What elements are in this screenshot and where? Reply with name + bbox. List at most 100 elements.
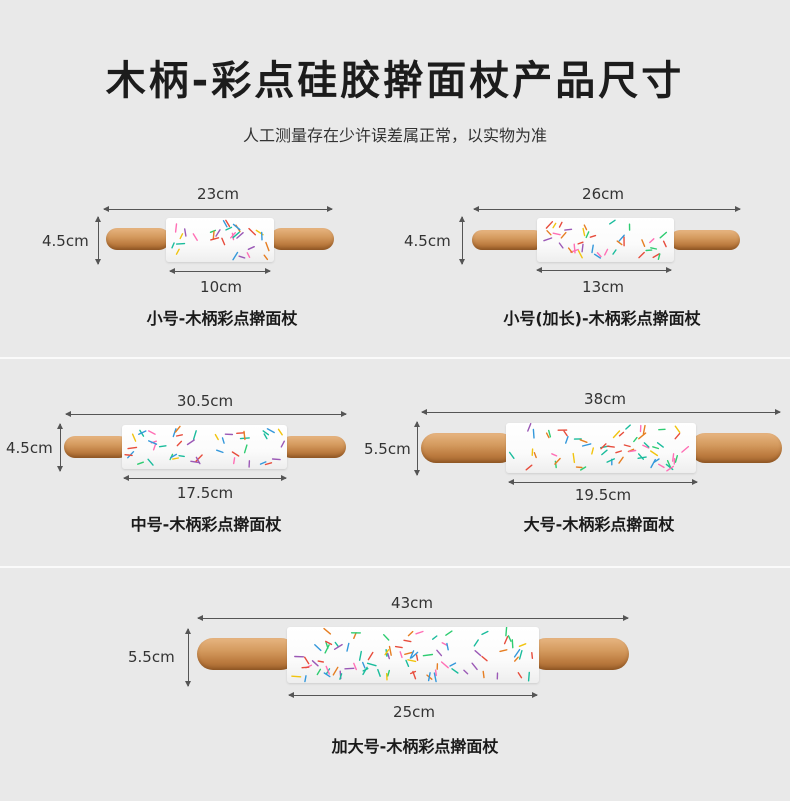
sprinkle bbox=[232, 251, 239, 261]
sprinkle bbox=[618, 234, 625, 242]
sprinkle bbox=[415, 630, 424, 635]
body-length-dimension-line bbox=[123, 475, 287, 481]
sprinkle bbox=[174, 223, 178, 233]
wood-handle-left bbox=[64, 436, 130, 458]
sprinkle bbox=[579, 466, 587, 471]
sprinkle bbox=[649, 450, 659, 457]
wood-handle-left bbox=[421, 433, 515, 463]
sprinkle bbox=[175, 248, 180, 255]
wood-handle-right bbox=[280, 436, 346, 458]
sprinkle bbox=[404, 651, 413, 655]
sprinkle bbox=[410, 651, 419, 659]
body-length-dimension-line bbox=[288, 692, 538, 698]
sprinkle bbox=[264, 462, 273, 466]
sprinkle bbox=[422, 653, 434, 657]
sprinkle bbox=[353, 662, 358, 671]
wood-handle-left bbox=[472, 230, 544, 250]
sprinkle bbox=[210, 237, 220, 241]
sprinkle bbox=[625, 424, 631, 430]
sprinkle-pattern bbox=[291, 627, 534, 683]
sprinkle-pattern bbox=[171, 219, 270, 261]
sprinkle bbox=[323, 672, 331, 678]
sprinkle bbox=[407, 659, 417, 663]
sprinkle bbox=[623, 444, 631, 448]
sprinkle bbox=[325, 665, 330, 675]
sprinkle bbox=[344, 667, 355, 670]
sprinkle bbox=[649, 238, 655, 244]
sprinkle bbox=[277, 428, 283, 436]
sprinkle bbox=[388, 645, 392, 656]
sprinkle bbox=[637, 456, 647, 459]
sprinkle bbox=[474, 650, 482, 657]
sprinkle bbox=[304, 675, 307, 683]
sprinkle bbox=[358, 650, 363, 661]
sprinkle bbox=[236, 432, 245, 435]
sprinkle bbox=[543, 237, 553, 242]
sprinkle bbox=[503, 635, 509, 645]
body-length-label: 10cm bbox=[200, 278, 242, 296]
sprinkle bbox=[409, 650, 415, 659]
sprinkle bbox=[263, 433, 268, 440]
silicone-roller-body bbox=[166, 218, 274, 262]
sprinkle bbox=[671, 453, 675, 462]
wood-handle-right bbox=[270, 228, 334, 250]
sprinkle bbox=[581, 443, 592, 447]
sprinkle bbox=[263, 254, 269, 261]
height-dimension-line bbox=[459, 216, 465, 265]
sprinkle bbox=[412, 670, 417, 680]
sprinkle bbox=[403, 639, 412, 643]
sprinkle bbox=[449, 662, 457, 667]
sprinkle bbox=[531, 652, 534, 659]
page-title: 木柄-彩点硅胶擀面杖产品尺寸 bbox=[105, 58, 685, 104]
sprinkle bbox=[618, 456, 624, 464]
sprinkle bbox=[353, 632, 357, 640]
sprinkle bbox=[124, 454, 133, 457]
sprinkle bbox=[445, 630, 453, 636]
sprinkle bbox=[232, 231, 240, 239]
sprinkle bbox=[606, 458, 616, 463]
sprinkle bbox=[323, 627, 332, 635]
sprinkle bbox=[577, 241, 584, 245]
sprinkle bbox=[317, 660, 324, 663]
sprinkle bbox=[316, 668, 322, 676]
sprinkle bbox=[591, 244, 594, 254]
sprinkle bbox=[650, 458, 657, 469]
sprinkle bbox=[505, 627, 508, 637]
sprinkle bbox=[311, 660, 319, 667]
sprinkle bbox=[339, 673, 343, 680]
silicone-roller-body bbox=[287, 627, 539, 683]
height-dimension-line bbox=[414, 421, 420, 476]
sprinkle bbox=[399, 651, 403, 659]
sprinkle bbox=[674, 432, 681, 440]
height-dimension-line bbox=[57, 423, 63, 472]
sprinkle bbox=[178, 455, 185, 458]
sprinkle bbox=[517, 672, 523, 679]
sprinkle bbox=[195, 456, 201, 465]
sprinkle bbox=[650, 247, 658, 250]
total-length-label: 23cm bbox=[197, 185, 239, 203]
sprinkle bbox=[231, 451, 240, 457]
sprinkle bbox=[138, 430, 147, 436]
sprinkle bbox=[659, 231, 668, 239]
sprinkle bbox=[642, 424, 646, 435]
sprinkle bbox=[147, 458, 154, 466]
sprinkle bbox=[215, 449, 224, 454]
sprinkle bbox=[583, 224, 588, 231]
sprinkle bbox=[527, 671, 531, 682]
sprinkle bbox=[652, 446, 660, 450]
sprinkle bbox=[653, 458, 660, 463]
sprinkle bbox=[175, 242, 186, 245]
sprinkle bbox=[564, 228, 573, 231]
sprinkle bbox=[434, 669, 438, 677]
sprinkle bbox=[170, 453, 178, 459]
sprinkle bbox=[377, 668, 381, 677]
sprinkle bbox=[243, 430, 246, 441]
sprinkle bbox=[674, 455, 679, 463]
sprinkle bbox=[440, 661, 449, 669]
body-length-label: 25cm bbox=[393, 703, 435, 721]
sprinkle bbox=[606, 445, 615, 448]
sprinkle bbox=[581, 243, 584, 253]
sprinkle bbox=[545, 432, 550, 439]
sprinkle bbox=[291, 675, 302, 678]
sprinkle bbox=[674, 425, 681, 434]
